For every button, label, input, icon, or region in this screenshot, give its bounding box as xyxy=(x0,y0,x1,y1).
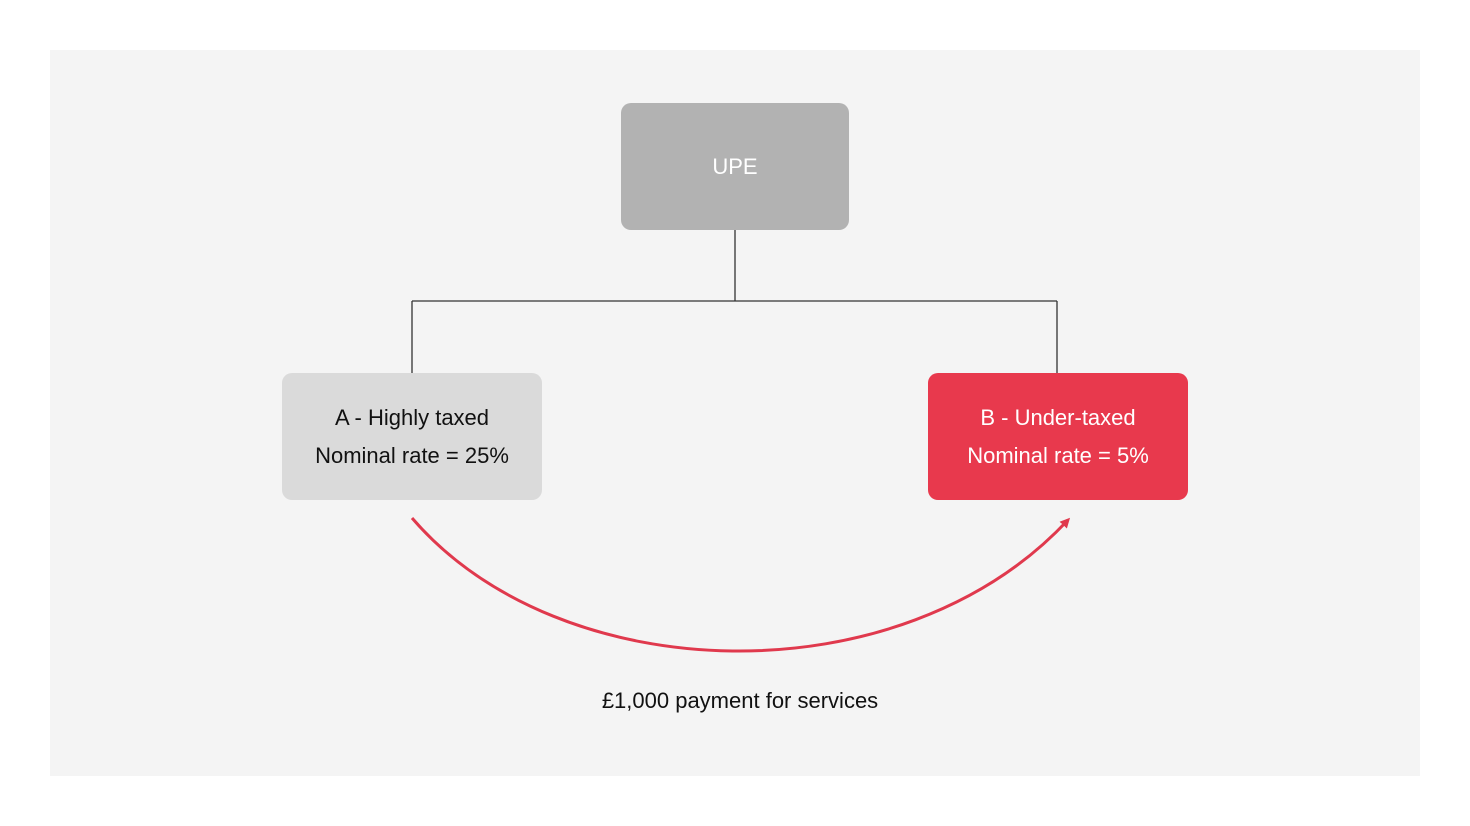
node-b-title: B - Under-taxed xyxy=(980,404,1136,430)
payment-flow-arrow xyxy=(410,517,1071,653)
node-b-rate: Nominal rate = 5% xyxy=(967,442,1149,468)
payment-flow-label: £1,000 payment for services xyxy=(601,688,879,713)
node-a-highly-taxed: A - Highly taxed Nominal rate = 25% xyxy=(282,373,542,500)
node-upe-label: UPE xyxy=(712,153,758,179)
node-b-under-taxed: B - Under-taxed Nominal rate = 5% xyxy=(928,373,1188,500)
node-a-rate: Nominal rate = 25% xyxy=(315,442,509,468)
node-upe: UPE xyxy=(621,103,849,230)
node-a-title: A - Highly taxed xyxy=(334,404,490,430)
